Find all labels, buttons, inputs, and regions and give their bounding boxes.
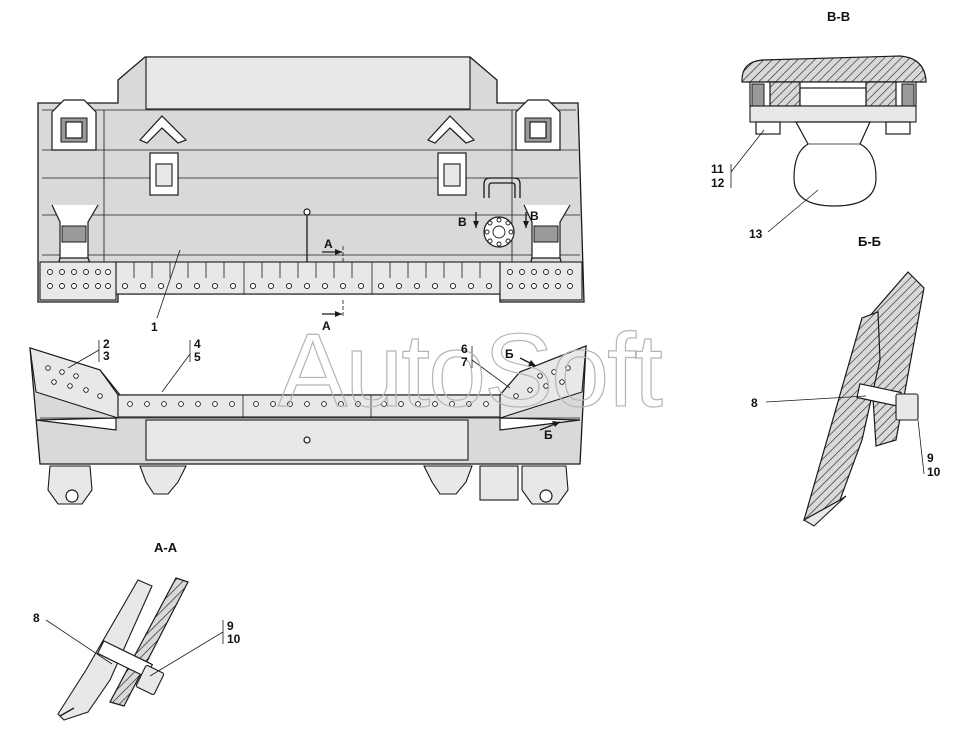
end-plate-left bbox=[39, 261, 117, 301]
section-bb-title: Б-Б bbox=[858, 234, 881, 249]
clamp-right bbox=[523, 204, 571, 279]
callout-6: 6 bbox=[461, 342, 468, 356]
nut-left bbox=[755, 121, 781, 135]
skid-left bbox=[47, 465, 93, 505]
end-plate-right bbox=[499, 261, 583, 301]
callout-8-aa: 8 bbox=[33, 611, 40, 625]
aa-nut bbox=[135, 664, 165, 696]
callout-1: 1 bbox=[151, 320, 158, 334]
callout-10-aa: 10 bbox=[227, 632, 241, 646]
marker-v-right: В bbox=[530, 209, 539, 223]
section-vv-cap bbox=[741, 55, 927, 83]
callout-7: 7 bbox=[461, 355, 468, 369]
chevron-right bbox=[426, 115, 476, 144]
section-aa-view bbox=[57, 577, 189, 721]
handle bbox=[483, 177, 521, 198]
nut-right bbox=[885, 121, 911, 135]
callout-8-bb: 8 bbox=[751, 396, 758, 410]
callout-9-bb: 9 bbox=[927, 451, 934, 465]
marker-a-bottom: А bbox=[322, 319, 331, 333]
section-vv-title: В-В bbox=[827, 9, 850, 24]
marker-b-top: Б bbox=[505, 347, 514, 361]
callout-3: 3 bbox=[103, 349, 110, 363]
skid-right bbox=[521, 465, 569, 505]
bottom-view bbox=[29, 345, 587, 505]
bottom-box bbox=[479, 465, 519, 501]
section-aa-title: А-А bbox=[154, 540, 178, 555]
section-bb-view bbox=[802, 271, 925, 527]
callout-10-bb: 10 bbox=[927, 465, 941, 479]
marker-a-top: А bbox=[324, 237, 333, 251]
callout-13: 13 bbox=[749, 227, 763, 241]
callout-5: 5 bbox=[194, 350, 201, 364]
chevron-left bbox=[138, 115, 188, 144]
top-bracket-left bbox=[51, 99, 97, 151]
callout-4: 4 bbox=[194, 337, 201, 351]
section-vv-view bbox=[741, 55, 927, 207]
ball-joint bbox=[793, 121, 877, 207]
marker-b-bottom: Б bbox=[544, 428, 553, 442]
callout-11: 11 bbox=[711, 162, 724, 176]
section-bb-edge bbox=[803, 311, 881, 522]
watermark: AutoSoft bbox=[278, 313, 663, 429]
bb-nut bbox=[895, 393, 919, 421]
cutting-edge-front bbox=[115, 261, 501, 295]
front-view bbox=[37, 56, 585, 318]
leader-lines bbox=[45, 129, 925, 677]
callout-9-aa: 9 bbox=[227, 619, 234, 633]
skid-center-left bbox=[139, 465, 187, 495]
callout-2: 2 bbox=[103, 337, 110, 351]
marker-v-left: В bbox=[458, 215, 467, 229]
top-bracket-right bbox=[515, 99, 561, 151]
skid-center-right bbox=[423, 465, 473, 495]
top-box bbox=[145, 56, 471, 110]
callout-12: 12 bbox=[711, 176, 725, 190]
